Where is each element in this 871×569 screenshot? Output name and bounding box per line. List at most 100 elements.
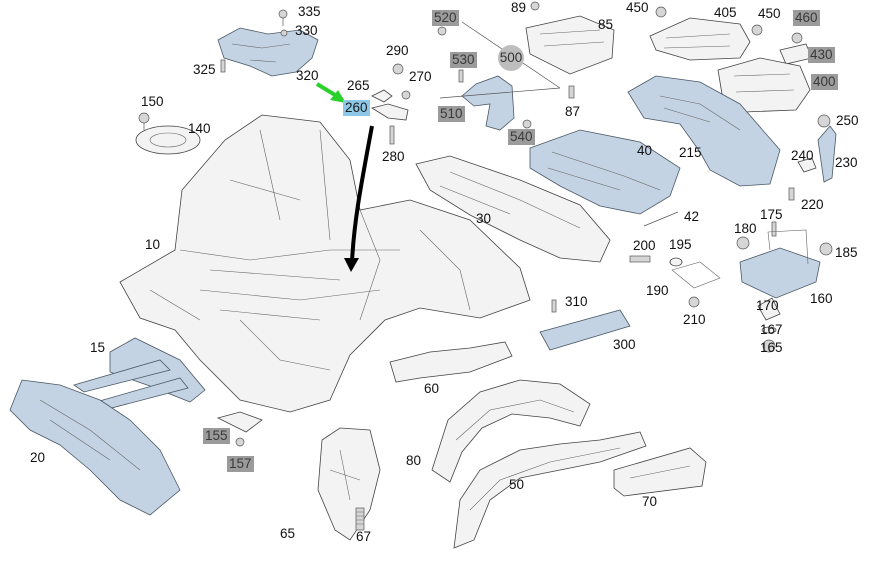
part-170-bracket — [757, 297, 781, 321]
label-335: 335 — [298, 4, 321, 19]
part-80-wheel-housing — [431, 379, 591, 483]
label-180: 180 — [734, 221, 757, 236]
label-80: 80 — [406, 453, 422, 468]
part-15-crossmember — [73, 337, 206, 411]
fastener-175 — [771, 221, 777, 237]
label-320: 320 — [296, 68, 319, 83]
part-50-wheel-housing — [453, 431, 647, 549]
label-155: 155 — [203, 428, 230, 444]
fastener-220 — [788, 187, 795, 201]
label-265: 265 — [347, 78, 370, 93]
part-405-tray — [649, 17, 751, 61]
part-140-cover — [135, 125, 201, 155]
part-40-floor-pan — [529, 129, 681, 215]
part-42-rod — [643, 211, 679, 227]
label-500: 500 — [498, 45, 524, 71]
part-20-rear-panel — [9, 379, 181, 516]
label-250: 250 — [836, 113, 859, 128]
label-230: 230 — [835, 155, 858, 170]
fastener-185 — [819, 242, 833, 256]
label-42: 42 — [684, 209, 700, 224]
label-165: 165 — [760, 340, 783, 355]
label-85: 85 — [598, 17, 614, 32]
label-240: 240 — [791, 148, 814, 163]
fastener-520 — [437, 26, 447, 36]
part-190-bracket — [671, 261, 721, 289]
label-215: 215 — [679, 145, 702, 160]
label-450a: 450 — [626, 0, 649, 15]
label-50: 50 — [509, 477, 525, 492]
label-270: 270 — [409, 69, 432, 84]
label-290: 290 — [386, 43, 409, 58]
fastener-290 — [392, 63, 404, 75]
part-70-bracket — [613, 447, 707, 497]
part-67-spring — [355, 507, 365, 531]
fastener-540 — [522, 119, 532, 129]
part-260-clip — [370, 103, 409, 121]
label-520: 520 — [432, 10, 459, 26]
label-167: 167 — [760, 322, 783, 337]
label-10: 10 — [145, 237, 161, 252]
label-200: 200 — [633, 238, 656, 253]
fastener-89 — [530, 1, 540, 11]
part-65-pillar — [317, 427, 381, 541]
label-65: 65 — [280, 526, 296, 541]
fastener-250 — [817, 114, 831, 128]
label-160: 160 — [810, 291, 833, 306]
label-67: 67 — [356, 529, 372, 544]
part-60-bracket — [389, 341, 513, 383]
black-arrow — [344, 125, 374, 272]
label-460: 460 — [793, 10, 820, 26]
label-20: 20 — [30, 450, 46, 465]
label-430: 430 — [808, 47, 835, 63]
label-510: 510 — [438, 106, 465, 122]
part-230-bracket — [817, 125, 837, 183]
part-85-tray — [525, 15, 615, 75]
washer-167 — [761, 326, 777, 334]
fastener-280 — [389, 125, 395, 145]
green-arrow — [315, 82, 346, 103]
label-210: 210 — [683, 312, 706, 327]
label-150: 150 — [141, 94, 164, 109]
label-540: 540 — [508, 129, 535, 145]
label-195: 195 — [669, 237, 692, 252]
label-300: 300 — [613, 337, 636, 352]
fastener-87 — [568, 85, 575, 99]
fastener-310 — [551, 299, 557, 313]
part-160-battery-tray — [739, 229, 821, 299]
fastener-450b — [751, 24, 763, 36]
fastener-165 — [762, 339, 776, 353]
label-170: 170 — [756, 298, 779, 313]
label-330: 330 — [295, 23, 318, 38]
part-10-body-structure — [119, 114, 531, 413]
label-530: 530 — [450, 52, 477, 68]
label-260: 260 — [343, 100, 370, 116]
part-240-clip — [797, 157, 817, 173]
label-325: 325 — [193, 62, 216, 77]
fastener-330 — [280, 29, 288, 37]
label-185: 185 — [835, 245, 858, 260]
label-220: 220 — [801, 197, 824, 212]
label-15: 15 — [90, 340, 106, 355]
label-87: 87 — [565, 104, 581, 119]
fastener-270 — [401, 90, 411, 100]
label-157: 157 — [227, 456, 254, 472]
label-30: 30 — [476, 211, 492, 226]
label-60: 60 — [424, 381, 440, 396]
label-140: 140 — [188, 121, 211, 136]
label-400: 400 — [811, 74, 838, 90]
fastener-180 — [736, 236, 750, 250]
part-155-bracket — [216, 411, 263, 433]
label-310: 310 — [565, 294, 588, 309]
part-30-floor-panel — [415, 155, 611, 263]
fastener-530 — [458, 69, 464, 83]
fastener-210 — [688, 296, 700, 308]
fastener-460 — [791, 32, 803, 44]
part-195-ring — [669, 257, 683, 267]
label-450b: 450 — [758, 6, 781, 21]
part-265 — [371, 89, 393, 103]
part-325-bracket — [217, 27, 319, 77]
part-215-heat-shield — [627, 75, 781, 187]
